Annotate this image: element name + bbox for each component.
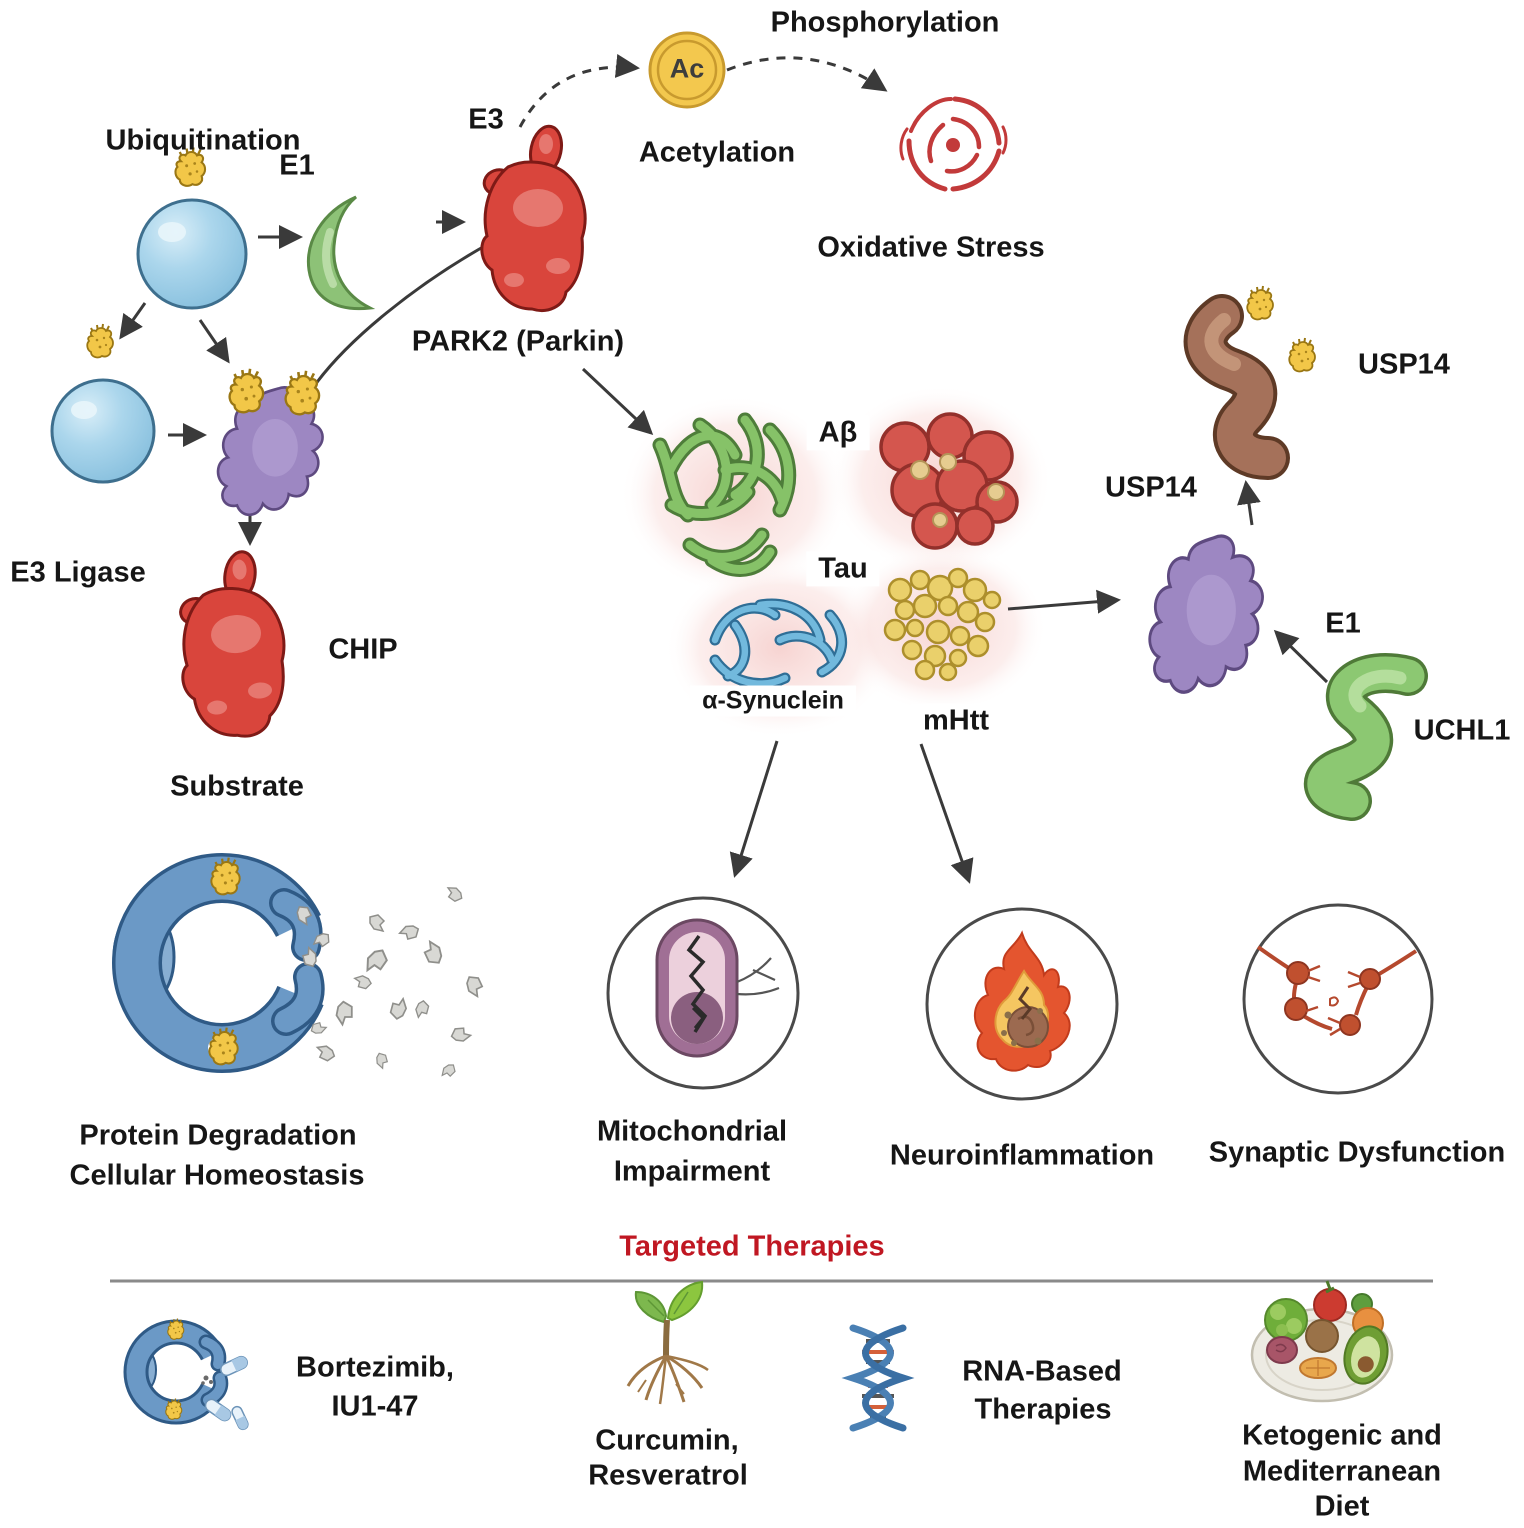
inflamed-brain-fire-icon <box>973 930 1071 1072</box>
proteasome-inhibitor-icon <box>123 1317 249 1431</box>
abeta-label: Aβ <box>806 415 870 451</box>
alpha-synuclein-label: α-Synuclein <box>690 685 856 717</box>
therapy-curcumin-label: Curcumin, <box>595 1424 739 1457</box>
tau-label: Tau <box>806 551 880 587</box>
damaged-mitochondrion-icon <box>655 918 780 1058</box>
phosphorylation-label: Phosphorylation <box>770 6 1000 39</box>
ubiquitin-icon <box>1288 337 1316 373</box>
cellular-homeostasis-label: Cellular Homeostasis <box>69 1159 365 1192</box>
ubiquitin-icon <box>228 367 265 414</box>
therapy-mediterranean-label: Mediterranean <box>1242 1455 1442 1488</box>
therapy-iu147-label: IU1-47 <box>331 1390 419 1423</box>
e1-label: E1 <box>279 149 315 182</box>
therapy-bortezimib-label: Bortezimib, <box>296 1351 454 1384</box>
park2-label: PARK2 (Parkin) <box>411 325 625 358</box>
ubiquitin-icon <box>1246 285 1274 321</box>
mhtt-aggregate-icon <box>883 567 1002 682</box>
e3-label: E3 <box>468 103 504 136</box>
synaptic-dysfunction-label: Synaptic Dysfunction <box>1208 1136 1506 1169</box>
e1-label-right: E1 <box>1325 607 1361 640</box>
uchl1-protein <box>1304 652 1428 821</box>
connector-arrows <box>119 54 1329 884</box>
acetylation-label: Acetylation <box>638 136 796 169</box>
mitochondrial-label: Mitochondrial <box>596 1115 788 1148</box>
arrow-to-mitochondria <box>729 740 779 878</box>
ac-badge-label: Ac <box>669 53 705 84</box>
chip-label: CHIP <box>328 633 398 666</box>
uchl1-label: UCHL1 <box>1413 714 1511 747</box>
targeted-therapies-title: Targeted Therapies <box>619 1230 885 1263</box>
protein-degradation-label: Protein Degradation <box>79 1119 357 1152</box>
abeta-aggregate-icon <box>652 412 797 577</box>
substrate-label: Substrate <box>170 770 304 803</box>
therapy-rna-label: RNA-Based <box>962 1355 1122 1388</box>
acetyl-coin <box>648 31 726 109</box>
therapy-diet-label: Diet <box>1314 1490 1370 1523</box>
pill-icons <box>204 1355 249 1431</box>
chip-protein <box>171 544 292 742</box>
arrow-to-ubiquitin <box>119 302 147 340</box>
arrow-uchl1-to-usp14 <box>1273 629 1329 684</box>
dna-helix-icon <box>841 1324 915 1432</box>
neuroinflammation-label: Neuroinflammation <box>889 1139 1155 1172</box>
substrate-sphere-2 <box>50 378 156 484</box>
mhtt-label: mHtt <box>910 703 1002 739</box>
diet-plate-icon <box>1250 1280 1394 1403</box>
dashed-arrow-to-oxidative-stress <box>726 56 888 92</box>
arrow-to-tagged-substrate <box>198 319 230 364</box>
deubiquitinated-protein <box>1183 294 1290 480</box>
e3-park2-protein <box>479 121 587 312</box>
ubiquitin-icon <box>284 369 321 416</box>
alpha-synuclein-aggregate-icon <box>709 598 848 690</box>
e3-ligase-label: E3 Ligase <box>10 556 146 589</box>
arrow-to-neuroinflammation <box>919 743 974 884</box>
arrow-park2-to-aggregates <box>581 367 654 436</box>
therapy-ketogenic-label: Ketogenic and <box>1242 1419 1442 1452</box>
oxidative-stress-label: Oxidative Stress <box>817 231 1045 264</box>
curve-to-park2 <box>308 241 491 393</box>
impairment-label: Impairment <box>613 1155 771 1188</box>
arrow-aggregates-to-usp14 <box>1007 589 1121 614</box>
therapy-rna-therapies-label: Therapies <box>974 1393 1112 1426</box>
ubiquitination-title: Ubiquitination <box>105 124 301 157</box>
therapy-resveratrol-label: Resveratrol <box>588 1459 748 1492</box>
broken-synapse-icon <box>1256 945 1418 1037</box>
ubiquitin-icon <box>86 323 114 359</box>
usp14-label-left: USP14 <box>1105 471 1197 504</box>
e1-enzyme-crescent <box>306 195 376 311</box>
usp14-label-right: USP14 <box>1358 348 1450 381</box>
arrow-usp14-up <box>1237 480 1261 526</box>
oxidative-stress-swirl-icon <box>899 96 1008 192</box>
dashed-arrow-to-acetylation <box>518 54 640 128</box>
tau-aggregate-icon <box>879 412 1019 550</box>
usp14-protein <box>1148 534 1265 694</box>
substrate-sphere-1 <box>136 198 248 310</box>
plant-sprout-icon <box>626 1280 709 1405</box>
